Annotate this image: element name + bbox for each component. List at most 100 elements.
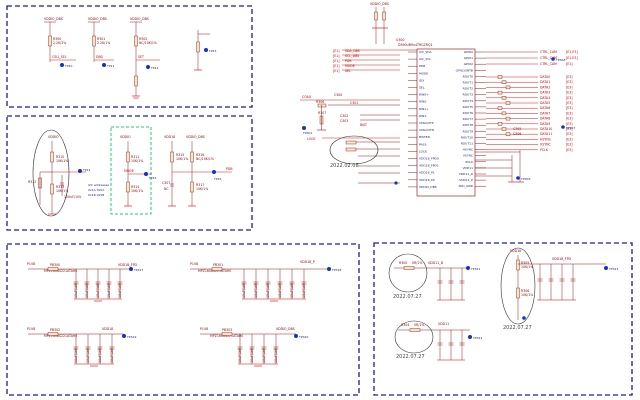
test-point-icon [394,181,398,185]
ic-part: DS90UB9x4TRGZRQ1 [398,43,433,47]
highlight-oval [500,247,536,325]
net-label: COAX [302,95,312,99]
cap-ref: C306 [513,132,521,136]
tp-label: TP320 [298,335,308,339]
tp-label: TP307 [565,126,575,130]
ic-pin-label: VDDIO_DBS [419,185,437,189]
net-label: VDDIO [120,135,131,139]
net-label: MODE [345,64,355,68]
offpage-ref: [E3] [566,132,573,136]
ic-pin-label: RIN0- [419,100,427,104]
rail-input: P1V8 [190,262,198,266]
note-line: 0x1A 0x5A [88,188,105,192]
resistor-value: 2.2K/1% [53,41,66,45]
net-label: DATA3 [540,91,550,95]
test-point-icon [327,267,331,271]
resistor-ref: R316 [196,153,204,157]
tp-label: TP15 [148,176,157,180]
ic-pin-label: I2C_SCL [419,57,431,61]
net-label: HSYNC [540,137,552,141]
deserializer-ic: VDDIO_DBS U300 DS90UB9x4TRGZRQ1 I2C_SDAI… [300,2,578,197]
ic-pin-label: HSYNC [463,148,473,152]
ic-pin-label: ROUT11 [461,142,473,146]
offpage-ref: [E1] [333,64,340,68]
test-point-icon [561,125,565,129]
cap-value: 10uF/16V [238,347,242,363]
ic-pin-label: GPIO2 [464,62,473,66]
rail-input: P1V8 [27,327,35,331]
offpage-ref: [E1] [566,62,573,66]
ic-pin-label: ROUT8 [463,123,473,127]
ic-pin-label: RIN1- [419,114,427,118]
tp-label: TP308 [555,58,565,62]
ferrite-ref: PB302 [50,328,60,332]
net-label: VDDIO_DBS [370,2,389,6]
review-stamp: 2022.07.27 [503,325,532,331]
frame-top-left [6,5,253,108]
net-label: VDDIO_DBS [44,17,63,21]
note-line: 0x1B 0x5B [88,193,104,197]
ic-right-pin-group: GPIO0GPIO1GPIO2GPIO3/INTBROUT0ROUT1ROUT2… [456,50,486,188]
net-label: VDDIO_DBS [186,135,205,139]
test-point-icon [466,266,470,270]
test-point-icon [604,266,608,270]
ferrite-ref: PB301 [213,263,223,267]
resistor-value: 10K/1% [196,187,208,191]
ic-pin-label: ROUT0 [463,74,473,78]
ic-pin-label: VDD18_FPD1 [419,164,439,168]
test-point-icon [102,63,106,67]
tp-label: TP306 [520,177,530,181]
rail-label: VDD18 [510,249,521,253]
resistor-ref: R305 [521,261,529,265]
offpage-ref: [E1,E3] [566,50,578,54]
ic-pin-label: VDD11_D [459,172,474,176]
ic-pin-label: ROUT10 [461,135,473,139]
ic-pin-label: ROUT2 [463,87,473,91]
ic-pin-label: CMLOUTN [419,128,434,132]
ic-pin-label: ROUT9 [463,129,473,133]
ic-pin-label: ROUT1 [463,81,473,85]
resistor-value: 10K/1% [176,157,188,161]
tp-label: TP16 [213,177,222,181]
test-point-icon [516,176,520,180]
cap-ref: C303 [340,119,348,123]
rail-input: P1V8 [27,262,35,266]
net-label: SEL [345,69,351,73]
tp-label: TP318 [331,268,341,272]
highlight-box [110,126,152,215]
ferrite-part: MPZ1608S221ATAH0 [198,269,231,273]
offpage-ref: [E1] [333,49,340,53]
ferrite-part: MPZ1608S221ATAH0 [44,269,77,273]
test-point-icon [468,335,472,339]
tp-label: TP11 [106,64,115,68]
net-label: DATA7 [540,111,550,115]
ic-pin-label: PASS [419,142,427,146]
cap-value: 10uF/16V [274,347,278,363]
test-point-icon [129,267,133,271]
ic-pin-label: ROUT4 [463,99,473,103]
highlight-oval [329,135,379,165]
ferrite-part: MPZ1608S221ATAH0 [44,334,77,338]
rail-label: VDD11_D [428,261,444,265]
net-label: VSYNC [540,143,552,147]
ic-pin-label: I2C_SDA [419,50,433,54]
offpage-ref: [E3] [566,127,573,131]
ic-pin-label: MODE [419,71,428,75]
power-filter-group: P1V8 PB300 MPZ1608S221ATAH0 VDD18_FPD TP… [27,260,341,367]
resistor-value: 0R/1% [412,261,422,265]
offpage-ref: [E3] [566,117,573,121]
ic-pin-label: VDD11_P [459,178,473,182]
ic-pin-label: ROUT3 [463,93,473,97]
ic-pin-label: PCLK [465,160,474,164]
net-label: PCLK [540,148,549,152]
test-point-icon [522,316,526,320]
signal-label: SET [138,55,144,59]
tp-label: TP319 [126,335,136,339]
tp-label: TP301 [302,131,312,135]
offpage-ref: [E1,E3] [566,56,578,60]
tp-label: TP317 [133,268,143,272]
ic-pin-label: VDD18_FPD0 [419,157,439,161]
resistor-ref: R300 [399,261,407,265]
cap-ref: C305 [513,127,521,131]
